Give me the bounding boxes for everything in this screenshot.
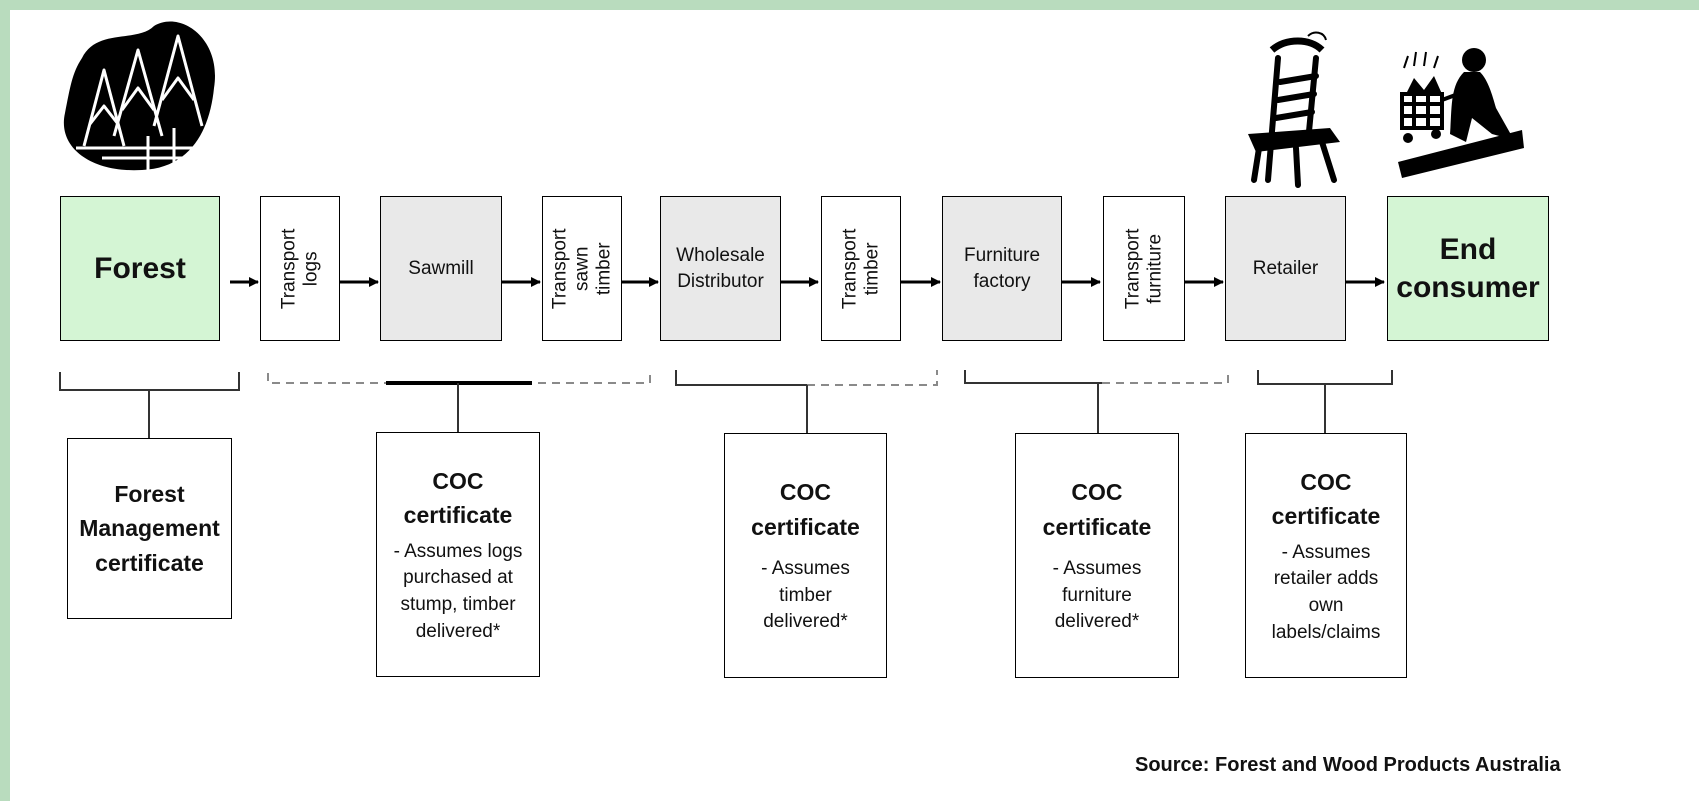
bracket-sawmill bbox=[267, 373, 651, 432]
stage-transport-sawn-timber-label: Transport sawn timber bbox=[549, 228, 614, 309]
bracket-wholesale bbox=[675, 370, 938, 433]
stage-transport-furniture-label: Transport furniture bbox=[1122, 228, 1166, 309]
stage-retailer: Retailer bbox=[1225, 196, 1346, 341]
cert-retailer-coc-description: - Assumes retailer adds own labels/claim… bbox=[1271, 541, 1381, 643]
stage-transport-sawn-timber: Transport sawn timber bbox=[542, 196, 622, 341]
bracket-retailer bbox=[1257, 370, 1393, 433]
stage-forest: Forest bbox=[60, 196, 220, 341]
stage-wholesale-distributor: Wholesale Distributor bbox=[660, 196, 781, 341]
bracket-forest bbox=[59, 372, 240, 438]
cert-sawmill-coc-description: - Assumes logs purchased at stump, timbe… bbox=[393, 540, 523, 642]
diagram-canvas: Forest Transport logs Sawmill Transport … bbox=[10, 10, 1699, 801]
cert-sawmill-coc: COC certificate - Assumes logs purchased… bbox=[376, 432, 540, 677]
stage-end-consumer-label: End consumer bbox=[1396, 233, 1540, 304]
stage-sawmill: Sawmill bbox=[380, 196, 502, 341]
cert-wholesale-coc-title: COC certificate bbox=[751, 479, 860, 540]
cert-forest-management: Forest Management certificate bbox=[67, 438, 232, 619]
forest-trees-icon bbox=[63, 21, 215, 171]
stage-transport-logs-label: Transport logs bbox=[278, 228, 322, 309]
cert-furniture-coc-description: - Assumes furniture delivered* bbox=[1052, 558, 1142, 633]
cert-wholesale-coc: COC certificate - Assumes timber deliver… bbox=[724, 433, 887, 678]
chair-icon bbox=[1248, 31, 1340, 188]
stage-end-consumer: End consumer bbox=[1387, 196, 1549, 341]
stage-wholesale-distributor-label: Wholesale Distributor bbox=[676, 244, 765, 292]
cert-forest-management-title: Forest Management certificate bbox=[79, 480, 220, 576]
bracket-furniture bbox=[964, 370, 1229, 433]
stage-transport-furniture: Transport furniture bbox=[1103, 196, 1185, 341]
cert-retailer-coc: COC certificate - Assumes retailer adds … bbox=[1245, 433, 1407, 678]
stage-furniture-factory-label: Furniture factory bbox=[963, 244, 1041, 292]
cert-wholesale-coc-description: - Assumes timber delivered* bbox=[761, 558, 850, 633]
cert-retailer-coc-title: COC certificate bbox=[1271, 468, 1381, 530]
stage-transport-timber-label: Transport timber bbox=[839, 228, 883, 309]
stage-furniture-factory: Furniture factory bbox=[942, 196, 1062, 341]
cert-sawmill-coc-title: COC certificate bbox=[403, 467, 513, 529]
stage-retailer-label: Retailer bbox=[1252, 257, 1319, 279]
cert-furniture-coc: COC certificate - Assumes furniture deli… bbox=[1015, 433, 1179, 678]
stage-forest-label: Forest bbox=[94, 251, 186, 285]
stage-transport-timber: Transport timber bbox=[821, 196, 901, 341]
cert-furniture-coc-title: COC certificate bbox=[1042, 479, 1152, 540]
stage-transport-logs: Transport logs bbox=[260, 196, 340, 341]
connector-layer bbox=[59, 277, 1393, 438]
source-caption: Source: Forest and Wood Products Austral… bbox=[1135, 754, 1561, 776]
shopping-cart-consumer-icon bbox=[1398, 48, 1524, 178]
stage-sawmill-label: Sawmill bbox=[408, 257, 474, 279]
